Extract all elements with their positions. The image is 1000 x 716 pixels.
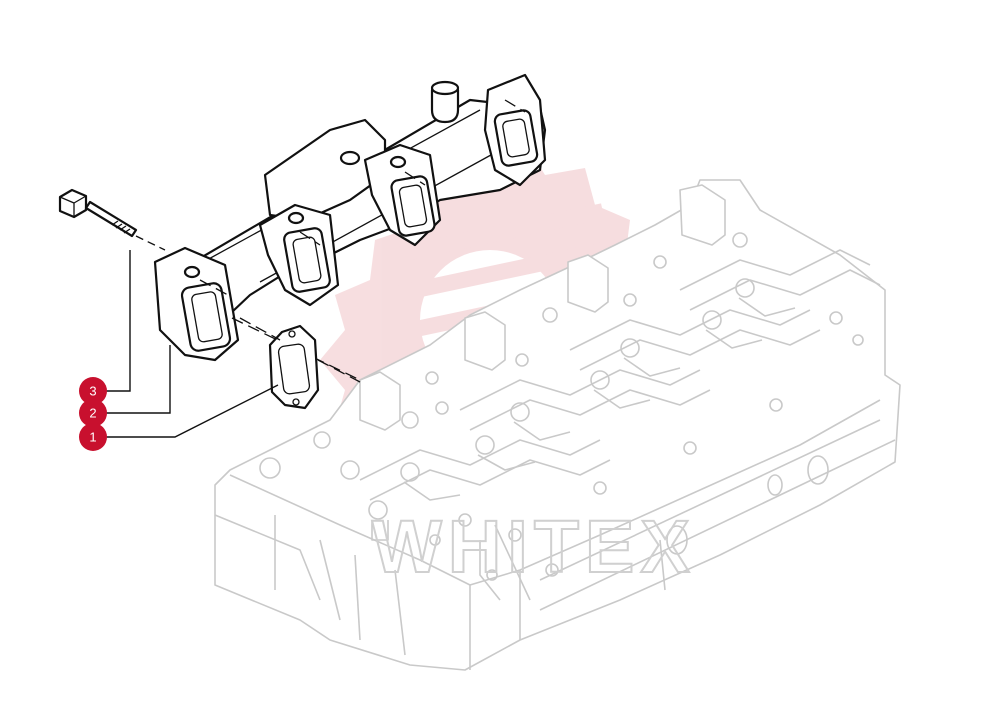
manifold-gasket [239,317,361,410]
cylinder-head [214,179,901,671]
svg-text:1: 1 [89,430,96,445]
watermark-text: WHITEX [372,505,696,588]
svg-text:2: 2 [89,406,96,421]
svg-text:3: 3 [89,384,96,399]
exhaust-manifold [153,73,547,381]
bolt [58,188,166,251]
callout-2[interactable]: 2 [79,399,107,427]
callout-3[interactable]: 3 [79,377,107,405]
leader-lines [105,250,279,438]
callout-1[interactable]: 1 [79,423,107,451]
